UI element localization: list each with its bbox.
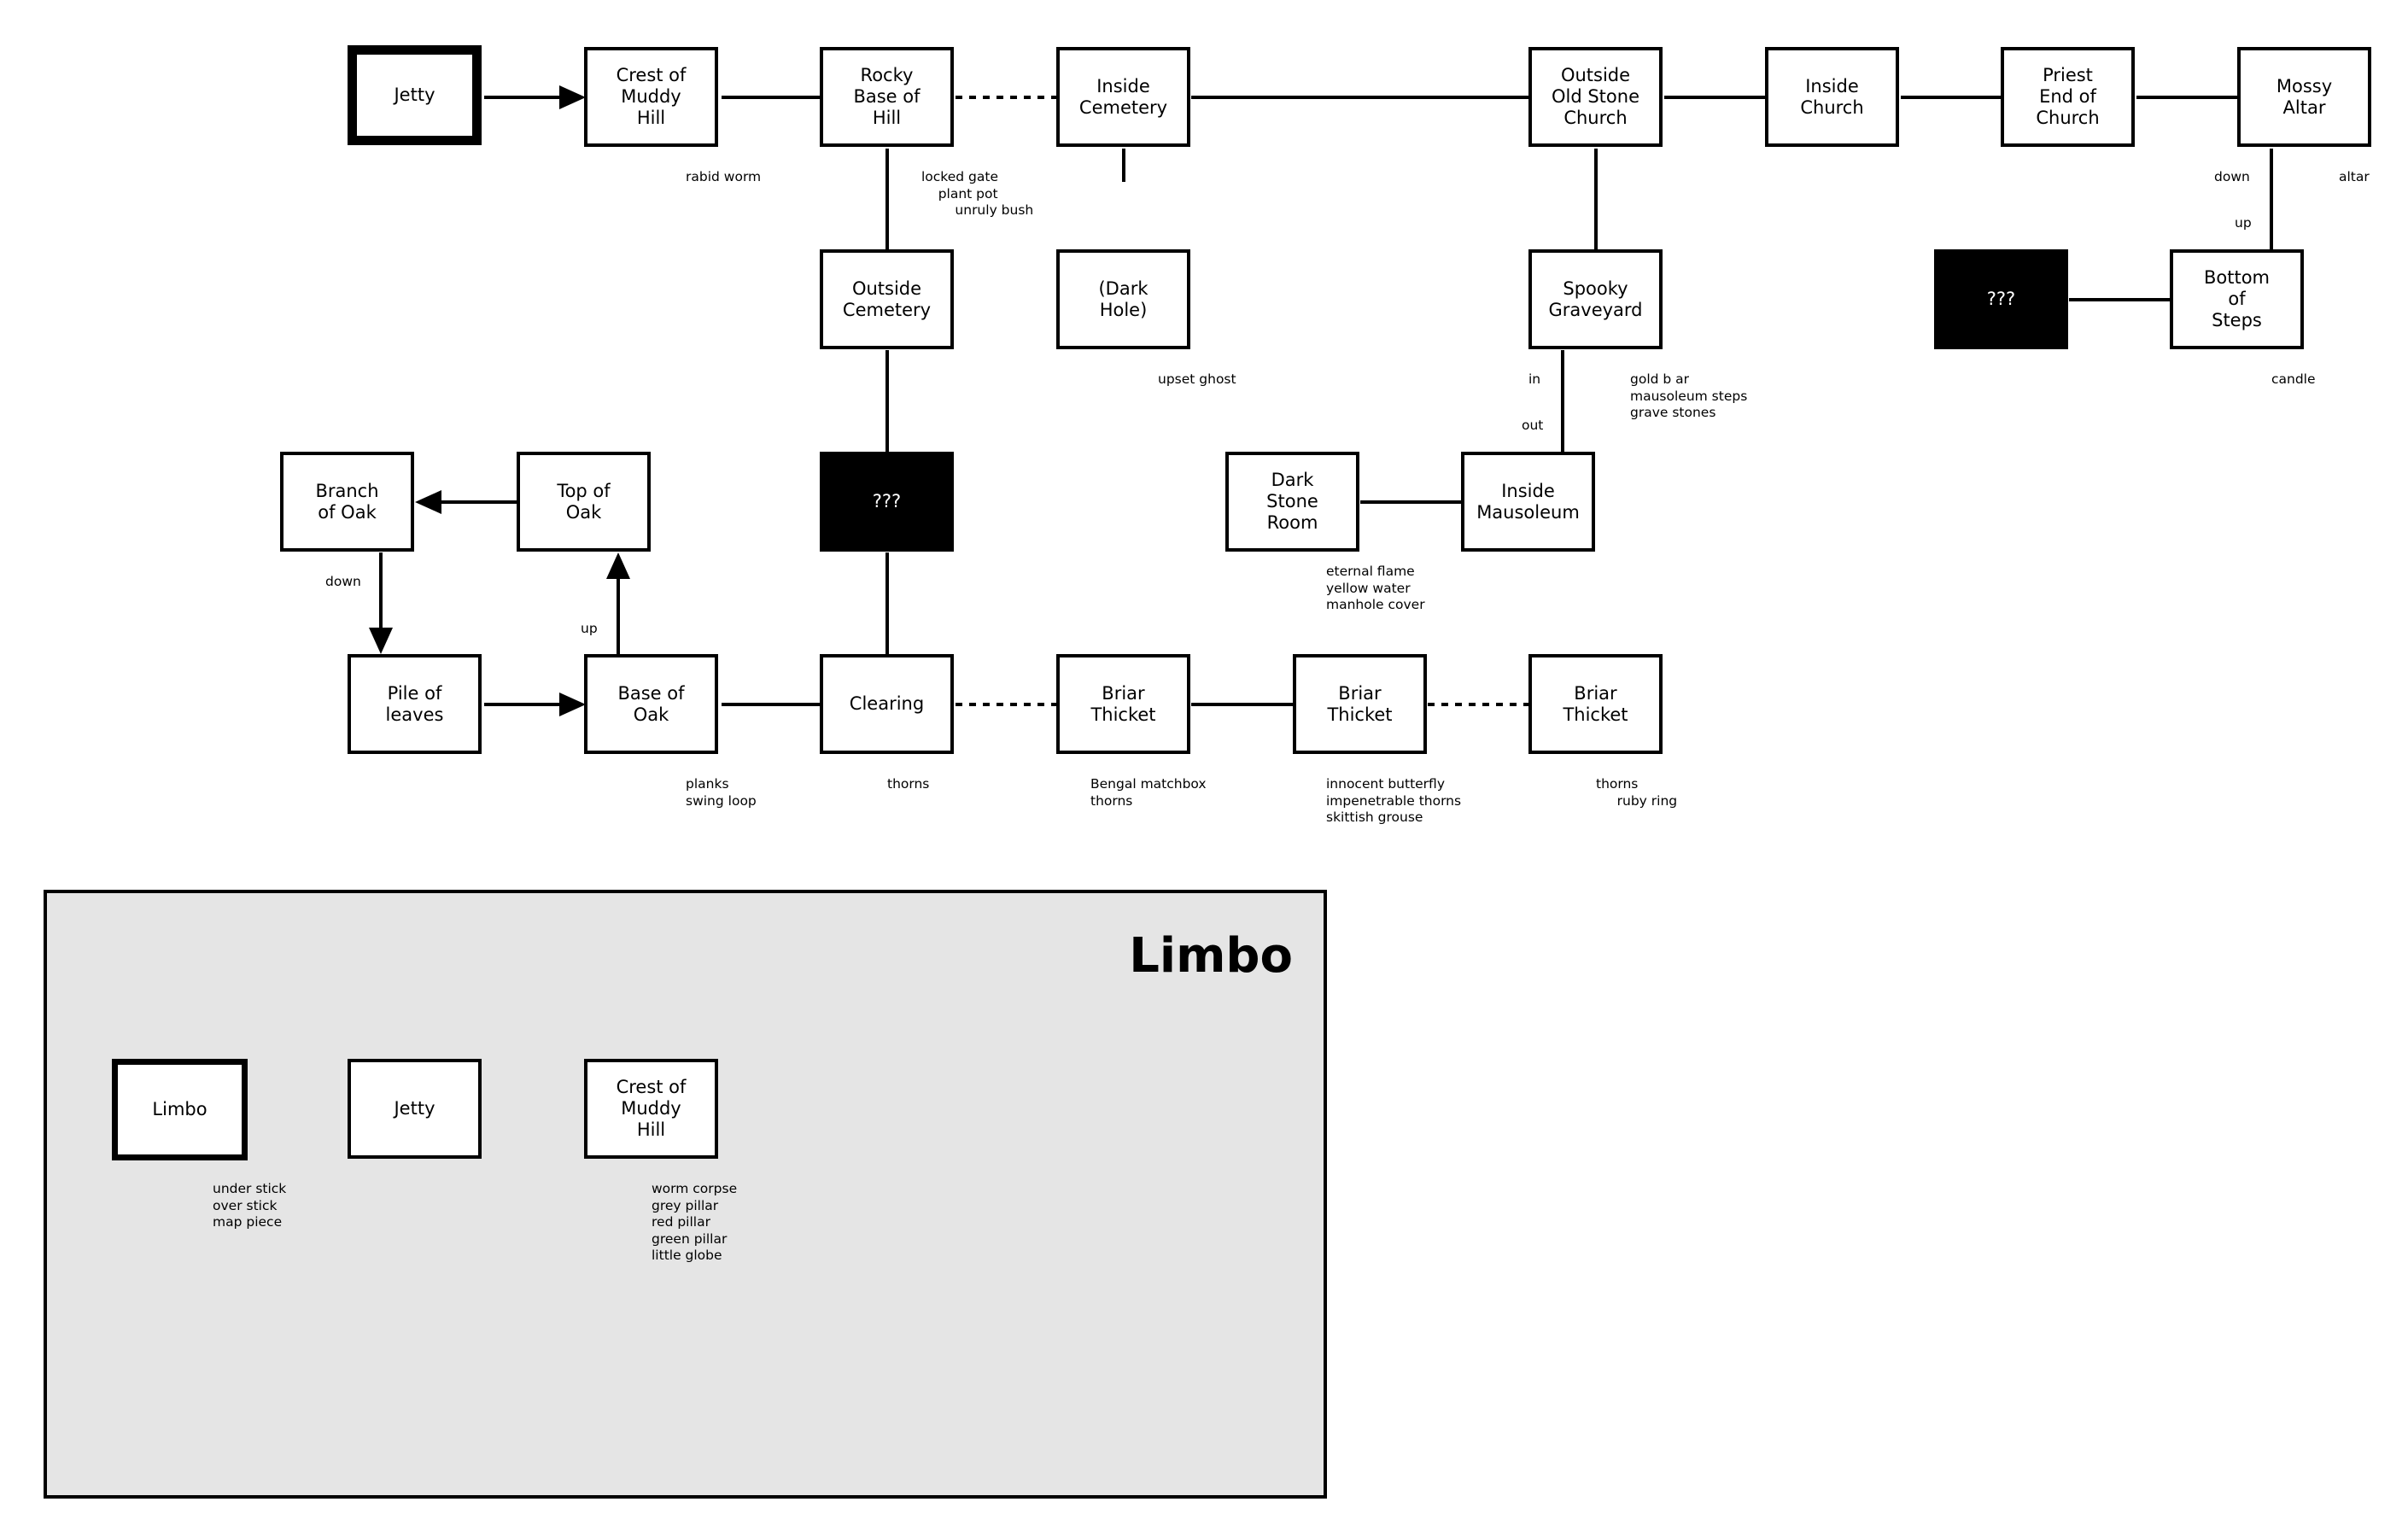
path-branch-pile-head [369, 628, 393, 654]
items-dark-hole: upset ghost [1158, 371, 1236, 387]
room-rocky-base-of-hill: Rocky Base of Hill [820, 47, 954, 147]
limbo-title: Limbo [1129, 928, 1293, 984]
room-outside-cemetery: Outside Cemetery [820, 249, 954, 349]
room-crest-of-muddy-hill: Crest of Muddy Hill [584, 47, 718, 147]
room-dark-hole: (Dark Hole) [1056, 249, 1190, 349]
room-spooky-graveyard: Spooky Graveyard [1528, 249, 1663, 349]
items-mossy-altar: altar [2339, 169, 2370, 184]
items-limbo-crest: worm corpse grey pillar red pillar green… [652, 1181, 738, 1263]
limbo-panel: Limbo [44, 890, 1327, 1499]
room-priest-end-of-church: Priest End of Church [2001, 47, 2135, 147]
items-bottom-of-steps: candle [2271, 371, 2316, 387]
direction-up-mossy: up [2235, 215, 2252, 231]
room-limbo-crest-of-muddy-hill: Crest of Muddy Hill [584, 1059, 718, 1159]
direction-out-graveyard: out [1522, 418, 1544, 433]
room-briar-thicket-3: Briar Thicket [1528, 654, 1663, 754]
direction-up-base-of-oak: up [581, 621, 598, 636]
direction-down-mossy: down [2214, 169, 2250, 184]
room-mossy-altar: Mossy Altar [2237, 47, 2371, 147]
room-top-of-oak: Top of Oak [517, 452, 651, 552]
room-unknown-middle: ??? [820, 452, 954, 552]
room-jetty: Jetty [348, 45, 482, 145]
items-briar-thicket-2: innocent butterfly impenetrable thorns s… [1326, 776, 1462, 825]
items-crest-of-muddy-hill: rabid worm [686, 169, 762, 184]
room-bottom-of-steps: Bottom of Steps [2170, 249, 2304, 349]
room-briar-thicket-1: Briar Thicket [1056, 654, 1190, 754]
path-pile-base-head [559, 693, 586, 716]
items-briar-thicket-1: Bengal matchbox thorns [1090, 776, 1207, 809]
items-limbo: under stick over stick map piece [213, 1181, 287, 1230]
path-top-oak-branch-head [415, 490, 441, 514]
room-branch-of-oak: Branch of Oak [280, 452, 414, 552]
room-dark-stone-room: Dark Stone Room [1225, 452, 1359, 552]
path-jetty-crest-head [559, 85, 586, 109]
room-limbo: Limbo [112, 1059, 248, 1160]
room-inside-cemetery: Inside Cemetery [1056, 47, 1190, 147]
direction-down-branch: down [325, 574, 361, 589]
items-base-of-oak: planks swing loop [686, 776, 757, 809]
room-pile-of-leaves: Pile of leaves [348, 654, 482, 754]
items-spooky-graveyard: gold b ar mausoleum steps grave stones [1630, 371, 1748, 420]
room-unknown-right: ??? [1934, 249, 2068, 349]
items-rocky-base-of-hill: locked gate plant pot unruly bush [921, 169, 1034, 218]
room-base-of-oak: Base of Oak [584, 654, 718, 754]
room-limbo-jetty: Jetty [348, 1059, 482, 1159]
items-briar-thicket-3: thorns ruby ring [1596, 776, 1678, 809]
room-clearing: Clearing [820, 654, 954, 754]
items-clearing: thorns [887, 776, 930, 792]
path-base-top-oak-head [606, 552, 630, 579]
room-briar-thicket-2: Briar Thicket [1293, 654, 1427, 754]
direction-in-graveyard: in [1528, 371, 1541, 387]
room-inside-mausoleum: Inside Mausoleum [1461, 452, 1595, 552]
items-dark-stone-room: eternal flame yellow water manhole cover [1326, 564, 1425, 612]
room-inside-church: Inside Church [1765, 47, 1899, 147]
room-outside-old-stone-church: Outside Old Stone Church [1528, 47, 1663, 147]
